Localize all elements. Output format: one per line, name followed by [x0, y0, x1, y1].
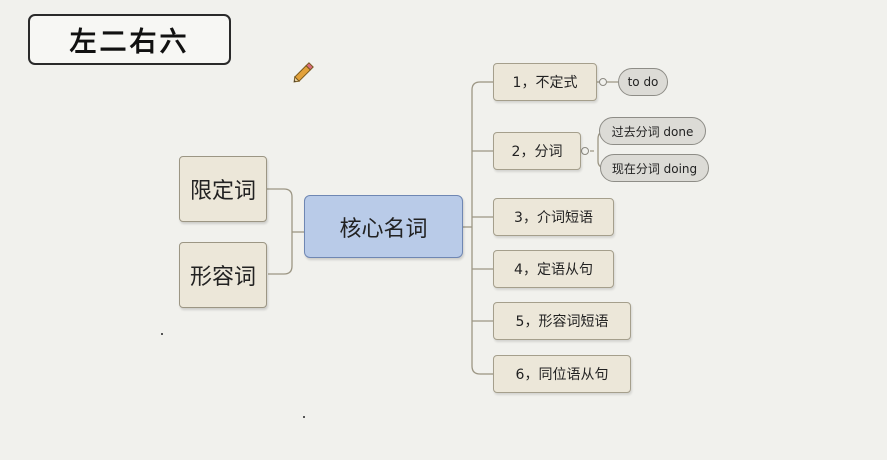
left-node-determiner[interactable]: 限定词: [179, 156, 267, 222]
page-title: 左二右六: [28, 14, 231, 65]
collapse-toggle-2: [581, 147, 589, 155]
branch-node-2[interactable]: 2，分词: [493, 132, 581, 170]
branch-node-5[interactable]: 5，形容词短语: [493, 302, 631, 340]
stray-dot: [161, 333, 163, 335]
branch-node-1[interactable]: 1，不定式: [493, 63, 597, 101]
pencil-icon: [290, 58, 318, 86]
left-node-adjective[interactable]: 形容词: [179, 242, 267, 308]
leaf-node-to-do[interactable]: to do: [618, 68, 668, 96]
connector-left: [267, 188, 293, 275]
branch-node-4[interactable]: 4，定语从句: [493, 250, 614, 288]
central-node[interactable]: 核心名词: [304, 195, 463, 258]
collapse-toggle-1: [599, 78, 607, 86]
connector-right-trunk: [471, 81, 481, 375]
stray-dot: [303, 416, 305, 418]
branch-node-3[interactable]: 3，介词短语: [493, 198, 614, 236]
leaf-node-past-participle[interactable]: 过去分词 done: [599, 117, 706, 145]
leaf-node-present-participle[interactable]: 现在分词 doing: [600, 154, 709, 182]
branch-node-6[interactable]: 6，同位语从句: [493, 355, 631, 393]
